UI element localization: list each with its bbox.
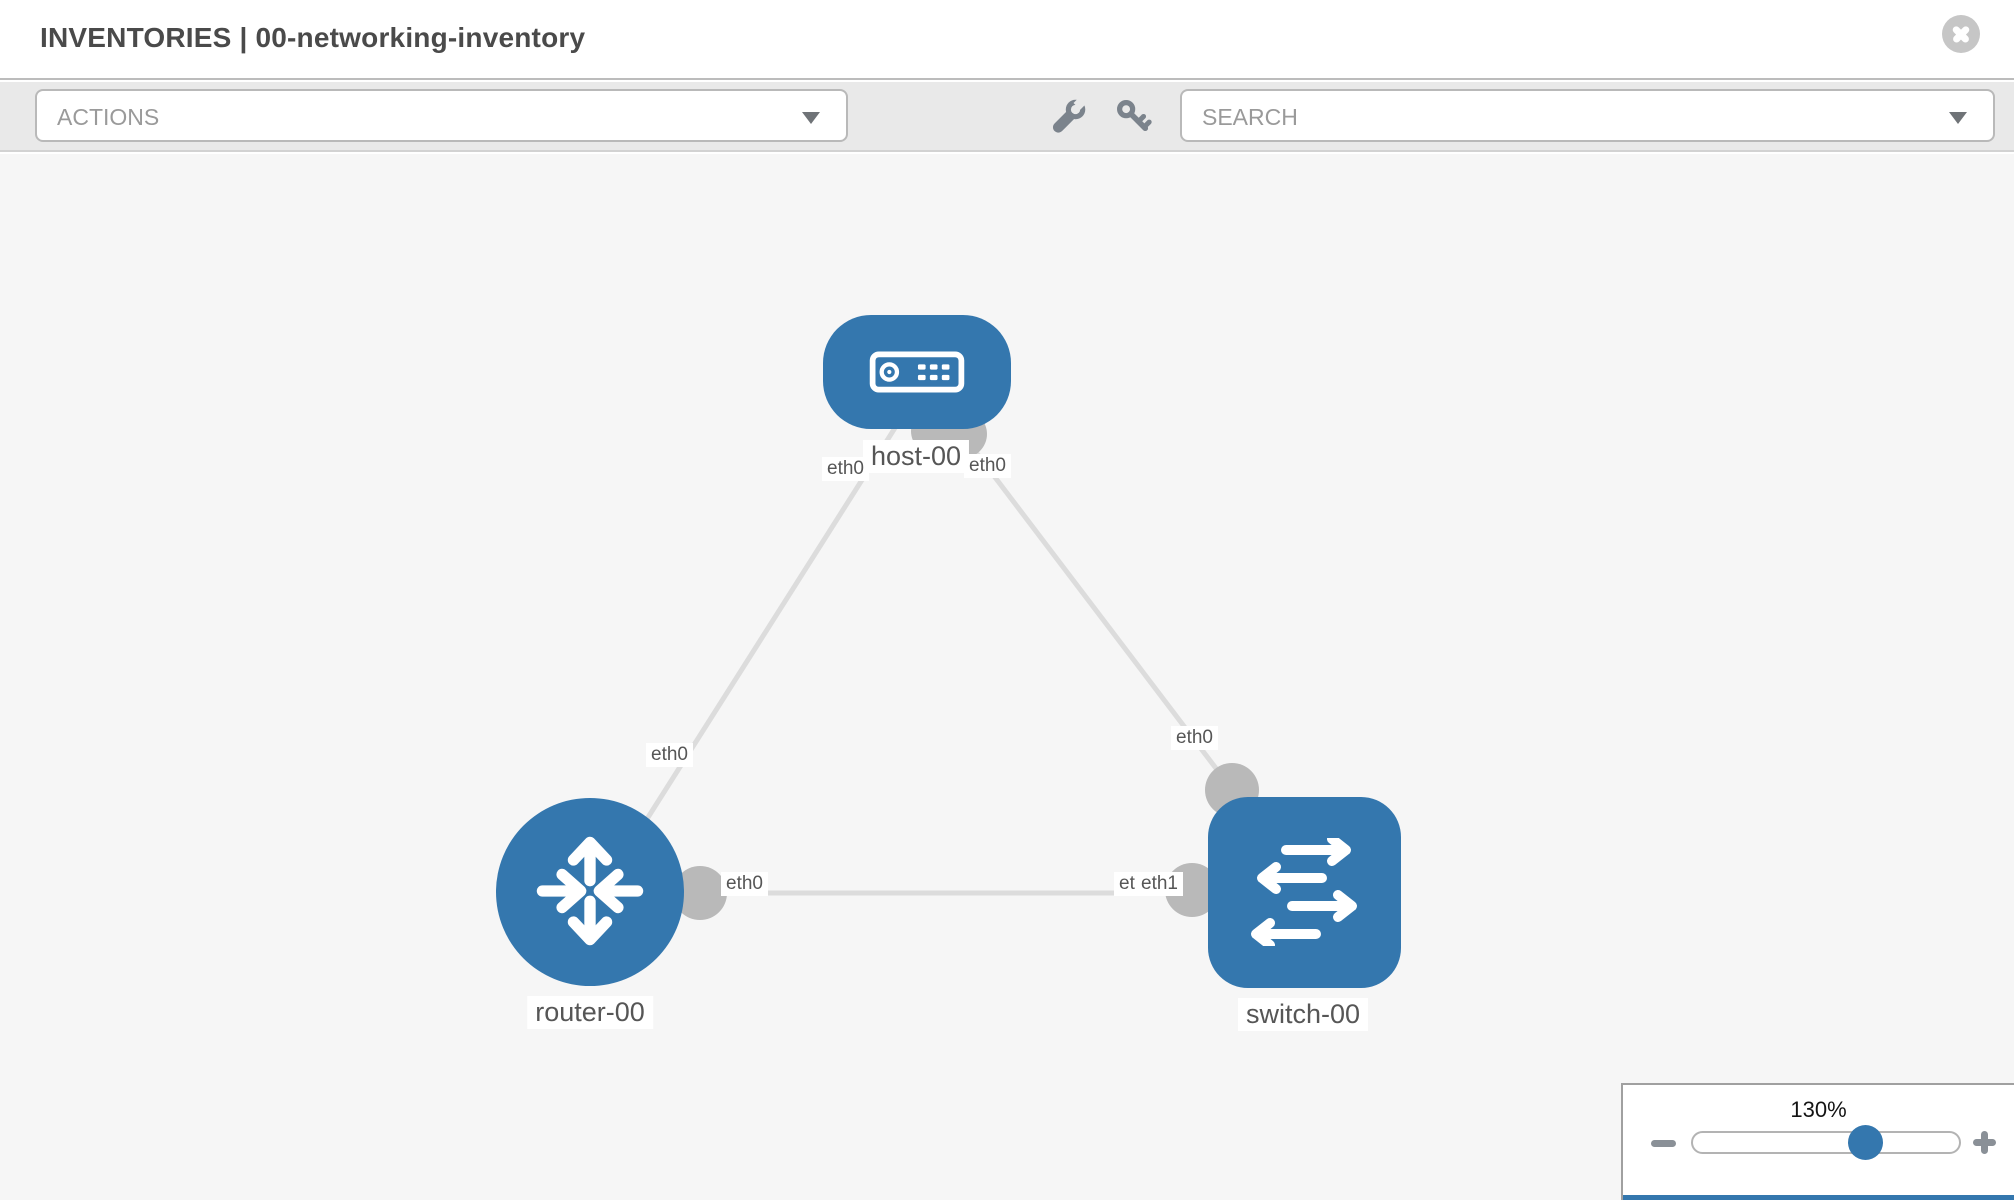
link-host-router xyxy=(637,418,903,832)
if-label-host-right: eth0 xyxy=(964,454,1011,478)
node-label-router: router-00 xyxy=(527,996,653,1029)
if-label-host-left: eth0 xyxy=(822,457,869,481)
node-label-host: host-00 xyxy=(862,440,970,473)
page-title: INVENTORIES | 00-networking-inventory xyxy=(40,22,586,53)
key-icon[interactable] xyxy=(1116,99,1152,140)
search-dropdown[interactable]: SEARCH xyxy=(1180,89,1995,142)
search-placeholder: SEARCH xyxy=(1202,104,1298,130)
chevron-down-icon xyxy=(1949,112,1967,124)
zoom-slider-thumb[interactable] xyxy=(1848,1125,1883,1160)
actions-dropdown[interactable]: ACTIONS xyxy=(35,89,848,142)
if-label-router-right: eth0 xyxy=(721,872,768,896)
node-switch-00[interactable] xyxy=(1208,797,1401,988)
zoom-out-minus-icon[interactable] xyxy=(1651,1140,1676,1147)
router-icon xyxy=(536,836,644,946)
if-label-switch-left: eth1 xyxy=(1136,872,1183,896)
wrench-icon[interactable] xyxy=(1050,93,1090,140)
topology-canvas[interactable] xyxy=(0,154,2014,1200)
node-host-00[interactable] xyxy=(823,315,1011,429)
connector-router-right xyxy=(673,866,727,920)
host-icon xyxy=(869,351,965,393)
zoom-level-value: 130% xyxy=(1790,1097,1847,1122)
chevron-down-icon xyxy=(802,112,820,124)
toolbar: ACTIONS SEARCH xyxy=(0,82,2014,152)
zoom-slider[interactable] xyxy=(1691,1131,1961,1154)
if-label-router-top: eth0 xyxy=(646,743,693,767)
node-label-switch: switch-00 xyxy=(1237,998,1369,1031)
close-icon[interactable] xyxy=(1942,15,1980,53)
actions-dropdown-label: ACTIONS xyxy=(57,104,160,130)
node-router-00[interactable] xyxy=(496,798,684,986)
header: INVENTORIES | 00-networking-inventory xyxy=(0,0,2014,80)
zoom-panel: 130% xyxy=(1621,1083,2014,1200)
if-label-switch-top: eth0 xyxy=(1171,726,1218,750)
switch-icon xyxy=(1251,838,1357,946)
zoom-in-plus-icon[interactable] xyxy=(1973,1131,1996,1154)
panel-accent-bar xyxy=(1623,1195,2014,1200)
